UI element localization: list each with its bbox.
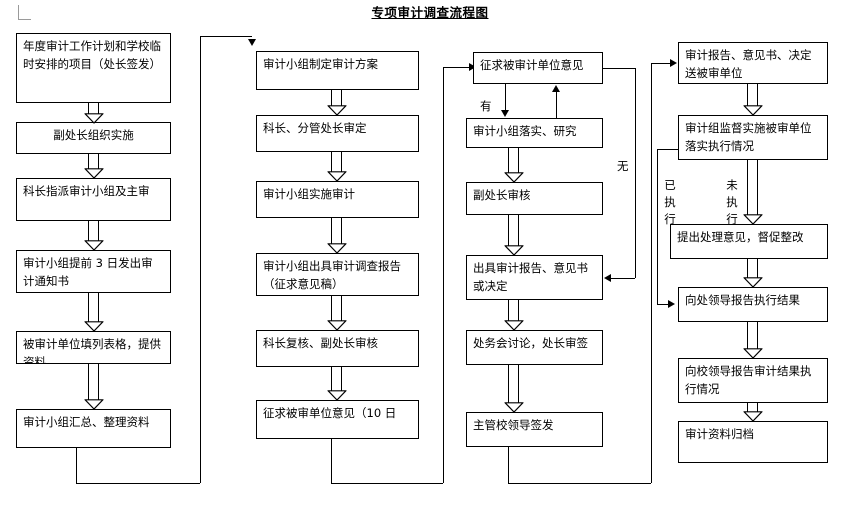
connector-c2b1-to-c2b2 (327, 90, 346, 116)
process-box-auditee-fills-forms[interactable]: 被审计单位填列表格，提供资料 (16, 331, 171, 364)
connector-c1b2-to-c1b3 (84, 154, 103, 179)
connector-c1-to-c2-bottom (76, 483, 200, 484)
connector-c2b2-to-c2b3 (327, 152, 346, 182)
connector-executed-top (657, 149, 678, 150)
branch-label-not-executed-char-3: 行 (726, 212, 738, 226)
connector-no-branch-bottom (611, 278, 635, 279)
process-box-send-report-to-auditee[interactable]: 审计报告、意见书、决定送被审单位 (678, 42, 828, 84)
process-box-team-drafts-audit-plan[interactable]: 审计小组制定审计方案 (256, 51, 419, 90)
process-box-review-by-chief-and-deputy[interactable]: 科长复核、副处长审核 (256, 330, 419, 367)
connector-c3b3-to-c3b4 (504, 215, 523, 256)
connector-c2b4-to-c2b5 (327, 296, 346, 331)
connector-c1b5-to-c1b6 (84, 364, 103, 410)
connector-c3b4-to-c3b5 (504, 300, 523, 331)
process-box-school-leader-issues[interactable]: 主管校领导签发 (466, 412, 603, 447)
branch-label-not-executed-char-2: 执 (726, 195, 738, 209)
connector-c1b1-to-c1b2 (84, 103, 103, 124)
connector-c4b4-to-c4b5 (743, 322, 762, 359)
connector-c2-to-c3-bottom (331, 483, 443, 484)
process-box-archive-audit-materials[interactable]: 审计资料归档 (678, 421, 828, 463)
connector-c1b4-to-c1b5 (84, 293, 103, 332)
process-box-report-result-to-department-leader[interactable]: 向处领导报告执行结果 (678, 287, 828, 322)
branch-label-executed-char-1: 已 (664, 178, 676, 192)
arrowhead-executed-into-c4b4 (668, 300, 675, 308)
process-box-team-performs-audit[interactable]: 审计小组实施审计 (256, 181, 419, 218)
process-box-team-collates-materials[interactable]: 审计小组汇总、整理资料 (16, 409, 171, 448)
connector-c3b1-to-c3b2-line (505, 84, 506, 111)
process-box-issue-report-opinion-decision[interactable]: 出具审计报告、意见书或决定 (466, 255, 603, 300)
connector-c3-to-c4-bottom (508, 483, 651, 484)
connector-c2-exit-down (331, 439, 332, 483)
branch-label-not-executed: 未 执 行 (726, 177, 738, 228)
connector-c2-to-c3-riser (443, 67, 444, 483)
branch-label-executed-char-3: 行 (664, 212, 676, 226)
connector-c3b2-feedback-line (556, 91, 557, 118)
connector-c3-exit-down (508, 447, 509, 483)
connector-c2b3-to-c2b4 (327, 218, 346, 254)
connector-c2b5-to-c2b6 (327, 367, 346, 401)
branch-label-executed: 已 执 行 (664, 177, 676, 228)
branch-label-has-opinion: 有 (480, 99, 492, 113)
process-box-section-chief-assigns-team[interactable]: 科长指派审计小组及主审 (16, 178, 171, 221)
process-box-deputy-director-reviews[interactable]: 副处长审核 (466, 182, 603, 215)
process-box-office-meeting-director-signs[interactable]: 处务会讨论，处长审签 (466, 330, 603, 365)
connector-c3-to-c4-riser (651, 63, 652, 483)
process-box-team-issues-draft-report[interactable]: 审计小组出具审计调查报告（征求意见稿） (256, 253, 419, 296)
process-box-audit-team-supervises-execution[interactable]: 审计组监督实施被审单位落实执行情况 (678, 115, 828, 160)
page-margin-corner-mark (18, 5, 31, 20)
decision-box-solicit-auditee-opinion[interactable]: 征求被审计单位意见 (473, 52, 603, 84)
connector-c3b5-to-c3b6 (504, 365, 523, 413)
connector-c4b1-to-c4b2 (743, 84, 762, 116)
process-box-propose-handling-urge-rectification[interactable]: 提出处理意见，督促整改 (670, 224, 828, 259)
page-title: 专项审计调查流程图 (371, 5, 489, 20)
process-box-report-to-school-leader[interactable]: 向校领导报告审计结果执行情况 (678, 358, 828, 403)
connector-no-branch-riser (635, 68, 636, 278)
connector-c1-to-c2-top (200, 36, 252, 37)
arrowhead-into-c4b1 (670, 59, 677, 67)
arrowhead-no-branch-into-c3b4 (604, 274, 611, 282)
connector-c1-to-c2-riser (200, 36, 201, 483)
connector-c4b3-to-c4b4 (743, 259, 762, 288)
branch-label-no-opinion: 无 (617, 159, 629, 173)
connector-c4b2-to-c4b3-not-executed (743, 160, 762, 225)
connector-executed-riser (657, 149, 658, 304)
connector-executed-bottom (657, 304, 671, 305)
process-box-audit-notice-3-days[interactable]: 审计小组提前 3 日发出审计通知书 (16, 250, 171, 293)
connector-c4b5-to-c4b6 (743, 403, 762, 422)
connector-c3-to-c4-top (651, 63, 674, 64)
arrowhead-into-c3b2 (500, 110, 509, 117)
arrowhead-feedback-into-c3b1 (551, 85, 560, 92)
connector-c2-to-c3-top (443, 67, 473, 68)
connector-no-branch-top (603, 68, 635, 69)
process-box-deputy-director-organizes[interactable]: 副处长组织实施 (16, 122, 171, 154)
connector-c1b3-to-c1b4 (84, 221, 103, 251)
process-box-annual-audit-plan[interactable]: 年度审计工作计划和学校临时安排的项目（处长签发） (16, 33, 171, 103)
connector-c1-exit-down (76, 448, 77, 483)
branch-label-not-executed-char-1: 未 (726, 178, 738, 192)
process-box-chief-and-deputy-approve-plan[interactable]: 科长、分管处长审定 (256, 115, 419, 152)
branch-label-executed-char-2: 执 (664, 195, 676, 209)
arrowhead-into-c3b1 (469, 63, 476, 71)
process-box-team-verifies-and-studies[interactable]: 审计小组落实、研究 (466, 118, 603, 148)
arrowhead-into-c2b1 (248, 39, 256, 46)
connector-c3b2-to-c3b3 (504, 148, 523, 183)
process-box-solicit-auditee-opinion-10-days[interactable]: 征求被审单位意见（10 日 (256, 400, 419, 439)
